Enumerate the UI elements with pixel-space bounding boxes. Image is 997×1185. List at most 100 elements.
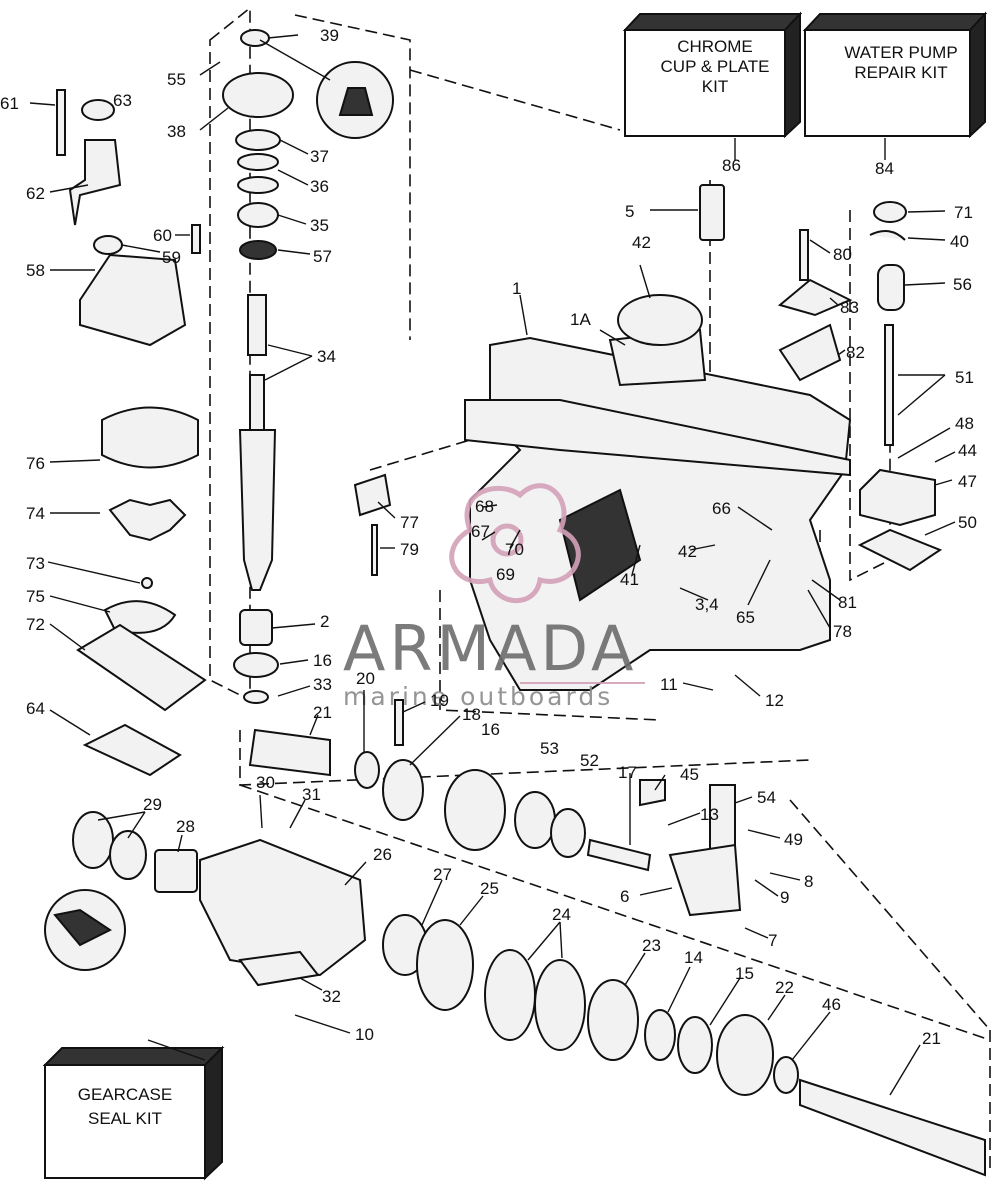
callout-label[interactable]: 3,4 [695, 595, 719, 614]
callout-label[interactable]: 60 [153, 226, 172, 245]
callout-label[interactable]: 32 [322, 987, 341, 1006]
callout-label[interactable]: 37 [310, 147, 329, 166]
callout-label[interactable]: 77 [400, 513, 419, 532]
callout-label[interactable]: 41 [620, 570, 639, 589]
callout-label[interactable]: 33 [313, 675, 332, 694]
callout-label[interactable]: 10 [355, 1025, 374, 1044]
callout-label[interactable]: 27 [433, 865, 452, 884]
callout-label[interactable]: 69 [496, 565, 515, 584]
callout-label[interactable]: 78 [833, 622, 852, 641]
callout-label[interactable]: 31 [302, 785, 321, 804]
callout-label[interactable]: 1A [570, 310, 591, 329]
kit-label-line: SEAL KIT [88, 1109, 162, 1128]
callout-labels: 39 55 63 61 38 37 36 62 35 60 59 57 58 3… [0, 26, 977, 1048]
callout-label[interactable]: 83 [840, 298, 859, 317]
callout-label[interactable]: 46 [822, 995, 841, 1014]
callout-label[interactable]: 73 [26, 554, 45, 573]
callout-label[interactable]: 21 [313, 703, 332, 722]
callout-label[interactable]: 64 [26, 699, 45, 718]
callout-label[interactable]: 82 [846, 343, 865, 362]
callout-label[interactable]: 79 [400, 540, 419, 559]
callout-label[interactable]: 84 [875, 159, 894, 178]
callout-label[interactable]: 1 [512, 279, 521, 298]
callout-label[interactable]: 47 [958, 472, 977, 491]
kit-label-line: WATER PUMP [844, 43, 957, 62]
callout-label[interactable]: 15 [735, 964, 754, 983]
callout-label[interactable]: 62 [26, 184, 45, 203]
callout-label[interactable]: 40 [950, 232, 969, 251]
callout-label[interactable]: 55 [167, 70, 186, 89]
callout-label[interactable]: 7 [768, 931, 777, 950]
callout-label[interactable]: 24 [552, 905, 571, 924]
leader-lines [29, 34, 956, 1096]
callout-label[interactable]: 81 [838, 593, 857, 612]
callout-label[interactable]: 28 [176, 817, 195, 836]
callout-label[interactable]: 30 [256, 773, 275, 792]
kit-box-gearcase-seal[interactable]: GEARCASE SEAL KIT [42, 1045, 225, 1181]
callout-label[interactable]: 5 [625, 202, 634, 221]
callout-label[interactable]: 74 [26, 504, 45, 523]
callout-label[interactable]: 19 [430, 691, 449, 710]
callout-label[interactable]: 68 [475, 497, 494, 516]
watermark-tagline: marine outboards [343, 682, 613, 711]
callout-label[interactable]: 59 [162, 248, 181, 267]
callout-label[interactable]: 57 [313, 247, 332, 266]
callout-label[interactable]: 35 [310, 216, 329, 235]
callout-label[interactable]: 56 [953, 275, 972, 294]
callout-label[interactable]: 48 [955, 414, 974, 433]
callout-label[interactable]: 12 [765, 691, 784, 710]
callout-label[interactable]: 2 [320, 612, 329, 631]
callout-label[interactable]: 54 [757, 788, 776, 807]
callout-label[interactable]: 50 [958, 513, 977, 532]
callout-label[interactable]: 20 [356, 669, 375, 688]
gearcase-housing [464, 184, 852, 691]
callout-label[interactable]: 13 [700, 805, 719, 824]
kit-label-line: KIT [702, 77, 728, 96]
callout-label[interactable]: 63 [113, 91, 132, 110]
callout-label[interactable]: 61 [0, 94, 19, 113]
callout-label[interactable]: 76 [26, 454, 45, 473]
kit-box-water-pump[interactable]: WATER PUMP REPAIR KIT [802, 11, 988, 139]
callout-label[interactable]: 58 [26, 261, 45, 280]
callout-label[interactable]: 70 [505, 540, 524, 559]
callout-label[interactable]: 65 [736, 608, 755, 627]
callout-label[interactable]: 86 [722, 156, 741, 175]
callout-label[interactable]: 22 [775, 978, 794, 997]
callout-label[interactable]: 8 [804, 872, 813, 891]
callout-label[interactable]: 44 [958, 441, 977, 460]
callout-label[interactable]: 72 [26, 615, 45, 634]
callout-label[interactable]: 51 [955, 368, 974, 387]
callout-label[interactable]: 39 [320, 26, 339, 45]
kit-box-chrome-cup-plate[interactable]: CHROME CUP & PLATE KIT [622, 11, 803, 139]
callout-label[interactable]: 29 [143, 795, 162, 814]
callout-label[interactable]: 18 [462, 705, 481, 724]
callout-label[interactable]: 9 [780, 888, 789, 907]
callout-label[interactable]: 6 [620, 887, 629, 906]
callout-label[interactable]: 14 [684, 948, 703, 967]
callout-label[interactable]: 36 [310, 177, 329, 196]
detail-insets [53, 39, 394, 947]
callout-label[interactable]: 52 [580, 751, 599, 770]
callout-label[interactable]: 80 [833, 245, 852, 264]
callout-label[interactable]: 16 [481, 720, 500, 739]
kit-label-line: CUP & PLATE [661, 57, 770, 76]
callout-label[interactable]: 16 [313, 651, 332, 670]
watermark-brand: ARMADA [343, 612, 637, 685]
callout-label[interactable]: 71 [954, 203, 973, 222]
callout-label[interactable]: 67 [471, 522, 490, 541]
callout-label[interactable]: 42 [678, 542, 697, 561]
callout-label[interactable]: 11 [660, 675, 678, 694]
callout-label[interactable]: 34 [317, 347, 336, 366]
callout-label[interactable]: 17 [618, 763, 637, 782]
callout-label[interactable]: 53 [540, 739, 559, 758]
callout-label[interactable]: 23 [642, 936, 661, 955]
callout-label[interactable]: 66 [712, 499, 731, 518]
callout-label[interactable]: 75 [26, 587, 45, 606]
callout-label[interactable]: 26 [373, 845, 392, 864]
callout-label[interactable]: 42 [632, 233, 651, 252]
callout-label[interactable]: 21 [922, 1029, 941, 1048]
callout-label[interactable]: 25 [480, 879, 499, 898]
callout-label[interactable]: 49 [784, 830, 803, 849]
callout-label[interactable]: 38 [167, 122, 186, 141]
callout-label[interactable]: 45 [680, 765, 699, 784]
